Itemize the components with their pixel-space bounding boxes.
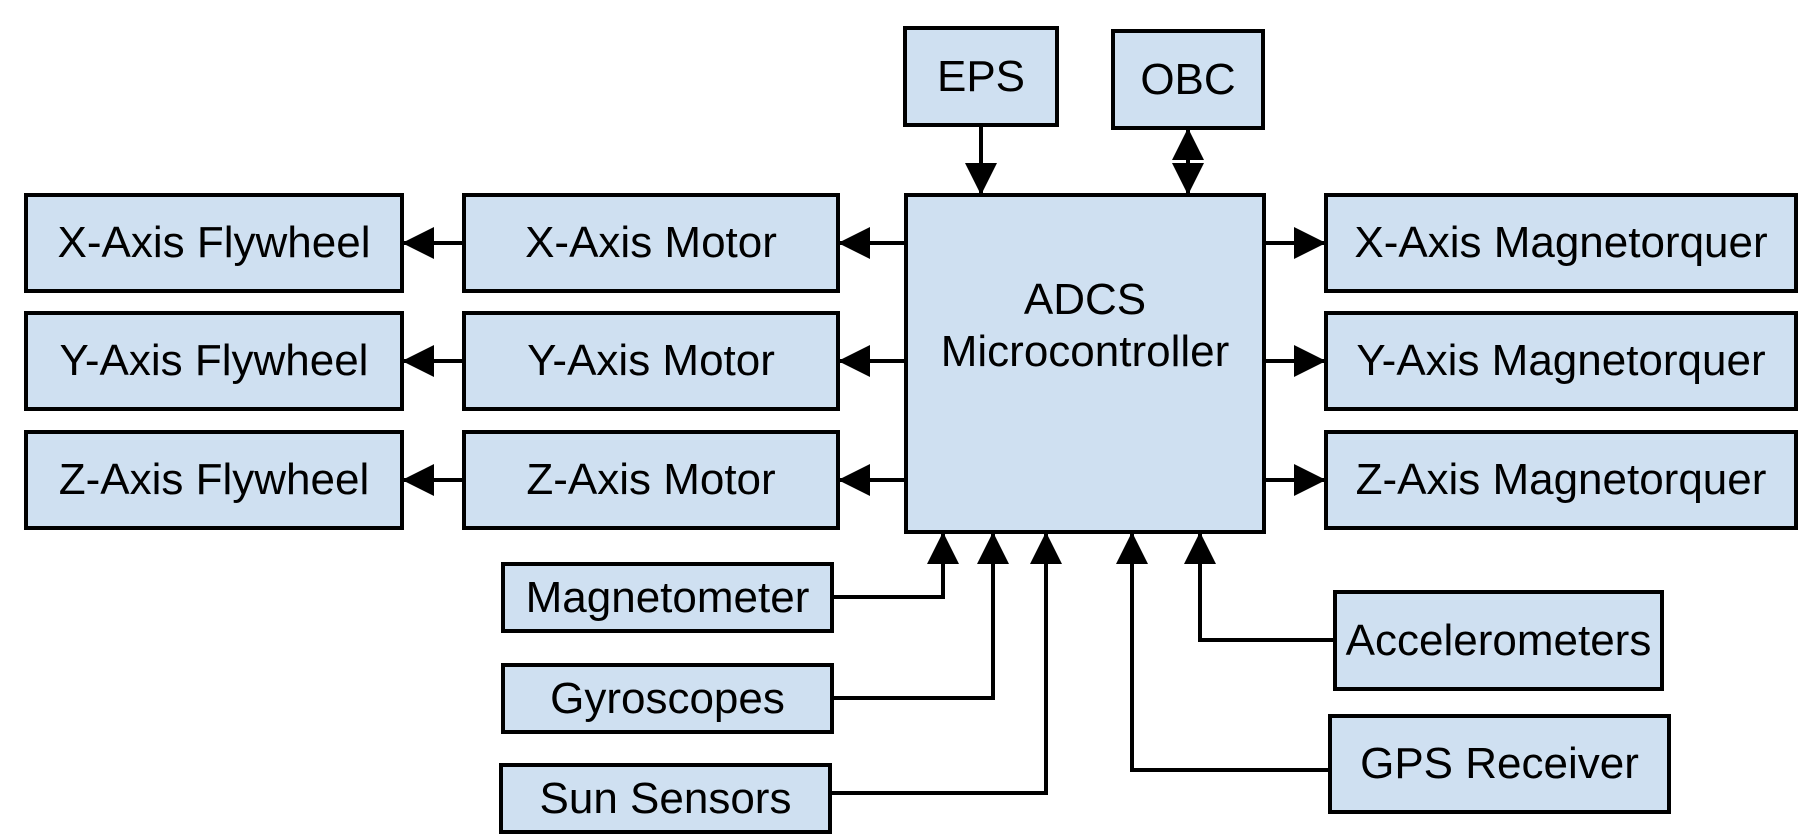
x-axis-flywheel-box: X-Axis Flywheel <box>24 193 404 293</box>
x-axis-magnetorquer-label: X-Axis Magnetorquer <box>1354 218 1768 268</box>
y-axis-motor-box: Y-Axis Motor <box>462 311 840 411</box>
adcs-label-line2: Microcontroller <box>940 326 1230 376</box>
y-axis-flywheel-box: Y-Axis Flywheel <box>24 311 404 411</box>
eps-box: EPS <box>903 26 1059 127</box>
adcs-label-line1: ADCS <box>1023 275 1147 324</box>
gps-receiver-label: GPS Receiver <box>1360 739 1639 789</box>
sun-sensors-box: Sun Sensors <box>499 763 832 834</box>
sun-sensors-to-controller-arrow <box>832 532 1062 795</box>
accelerometers-to-controller-arrow <box>1184 532 1333 642</box>
gyroscopes-label: Gyroscopes <box>550 673 785 723</box>
y-axis-motor-label: Y-Axis Motor <box>527 336 775 386</box>
accelerometers-box: Accelerometers <box>1333 590 1664 691</box>
adcs-microcontroller-box: ADCS Microcontroller <box>904 193 1266 534</box>
magnetometer-box: Magnetometer <box>501 562 834 633</box>
accelerometers-label: Accelerometers <box>1345 615 1652 665</box>
y-axis-flywheel-label: Y-Axis Flywheel <box>59 336 369 386</box>
magnetometer-to-controller-arrow <box>834 532 959 599</box>
z-axis-magnetorquer-box: Z-Axis Magnetorquer <box>1324 430 1798 530</box>
y-axis-magnetorquer-box: Y-Axis Magnetorquer <box>1324 311 1798 411</box>
adcs-microcontroller-label: ADCS Microcontroller <box>941 274 1230 378</box>
x-axis-motor-label: X-Axis Motor <box>525 218 777 268</box>
magnetometer-label: Magnetometer <box>525 572 810 622</box>
z-axis-motor-label: Z-Axis Motor <box>526 455 776 505</box>
sun-sensors-label: Sun Sensors <box>539 773 792 823</box>
gps-receiver-to-controller-arrow <box>1116 532 1328 772</box>
eps-label: EPS <box>936 51 1026 101</box>
gyroscopes-box: Gyroscopes <box>501 663 834 734</box>
gyroscopes-to-controller-arrow <box>834 532 1009 700</box>
z-axis-motor-box: Z-Axis Motor <box>462 430 840 530</box>
x-axis-magnetorquer-box: X-Axis Magnetorquer <box>1324 193 1798 293</box>
obc-box: OBC <box>1111 29 1265 130</box>
y-axis-magnetorquer-label: Y-Axis Magnetorquer <box>1356 336 1766 386</box>
z-axis-flywheel-box: Z-Axis Flywheel <box>24 430 404 530</box>
obc-label: OBC <box>1140 54 1236 104</box>
x-axis-flywheel-label: X-Axis Flywheel <box>57 218 371 268</box>
x-axis-motor-box: X-Axis Motor <box>462 193 840 293</box>
z-axis-magnetorquer-label: Z-Axis Magnetorquer <box>1355 455 1767 505</box>
gps-receiver-box: GPS Receiver <box>1328 714 1671 814</box>
z-axis-flywheel-label: Z-Axis Flywheel <box>58 455 370 505</box>
